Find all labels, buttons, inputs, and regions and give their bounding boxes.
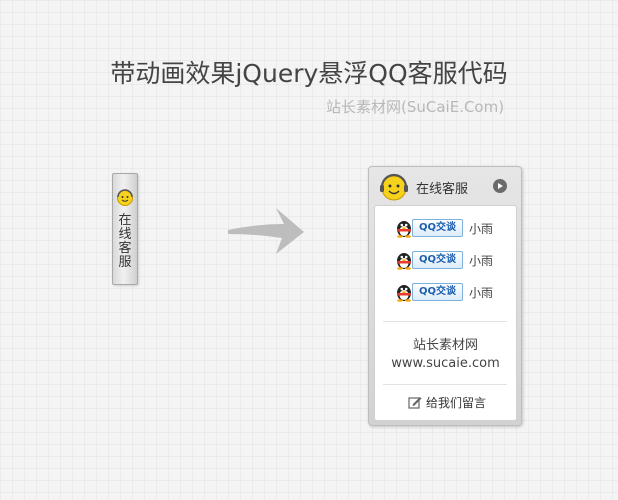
collapsed-tab-label: 在线客服: [118, 213, 132, 270]
contact-name: 小雨: [469, 222, 494, 236]
qq-chat-button[interactable]: QQ交谈: [412, 283, 463, 301]
qq-penguin-icon: [393, 216, 415, 242]
site-name: 站长素材网: [412, 338, 478, 353]
collapsed-service-tab[interactable]: 在线客服: [112, 173, 138, 285]
qq-contact-row[interactable]: QQ交谈小雨: [393, 280, 513, 302]
panel-title: 在线客服: [416, 182, 469, 197]
edit-icon: [408, 395, 422, 412]
contact-name: 小雨: [469, 254, 494, 268]
qq-contact-row[interactable]: QQ交谈小雨: [393, 248, 513, 270]
qq-chat-button[interactable]: QQ交谈: [412, 219, 463, 237]
smiley-headset-icon: [379, 172, 409, 206]
qq-contact-row[interactable]: QQ交谈小雨: [393, 216, 513, 238]
qq-penguin-icon: [393, 248, 415, 274]
qq-chat-button[interactable]: QQ交谈: [412, 251, 463, 269]
qq-penguin-icon: [393, 280, 415, 306]
site-url: www.sucaie.com: [391, 356, 500, 371]
contact-name: 小雨: [469, 286, 494, 300]
leave-message-label: 给我们留言: [426, 396, 487, 410]
smiley-headset-icon: [116, 188, 134, 210]
page-title: 带动画效果jQuery悬浮QQ客服代码: [110, 59, 508, 88]
page-subtitle: 站长素材网(SuCaiE.Com): [326, 98, 505, 116]
chevron-right-icon[interactable]: [493, 179, 507, 193]
divider: [383, 384, 507, 385]
panel-header: 在线客服: [369, 167, 521, 205]
divider: [383, 321, 507, 322]
right-arrow-icon: [226, 204, 306, 262]
